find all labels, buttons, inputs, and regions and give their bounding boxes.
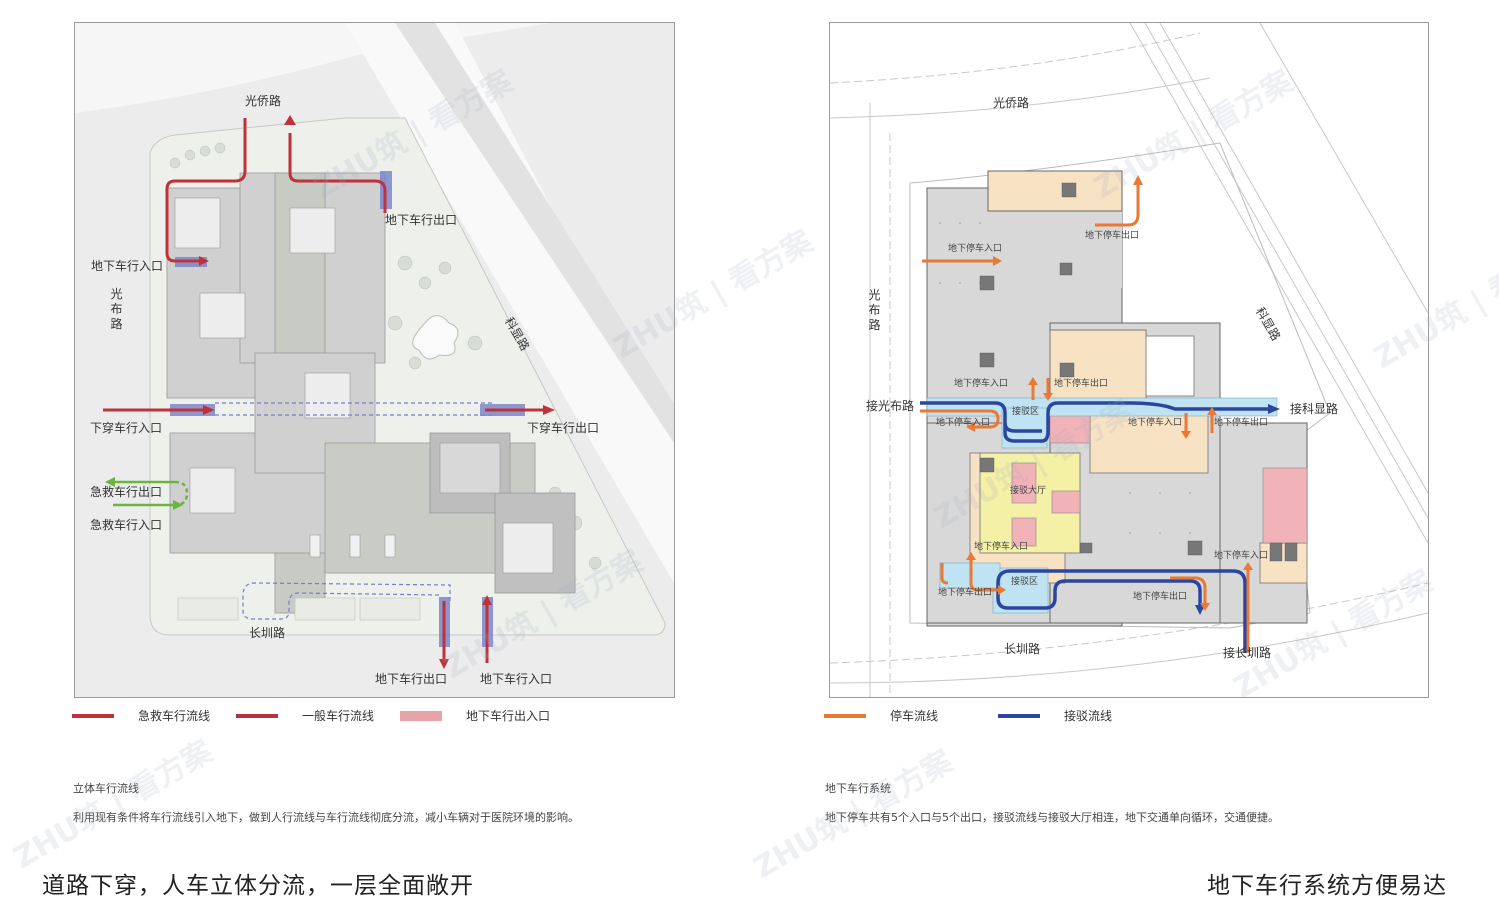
legend-item-parking-flow: 停车流线 — [824, 707, 938, 724]
legend-item-underground-access: 地下车行出入口 — [400, 707, 550, 724]
left-headline: 道路下穿，人车立体分流，一层全面敞开 — [42, 873, 474, 899]
road-label-south: 长圳路 — [1004, 642, 1041, 656]
right-caption-title: 地下车行系统 — [825, 782, 891, 795]
legend-label: 急救车行流线 — [138, 709, 211, 723]
label-parking-exit-1: 地下停车出口 — [1085, 231, 1140, 241]
legend-swatch-transfer — [998, 713, 1041, 718]
label-underground-exit-s: 地下车行出口 — [375, 672, 448, 686]
label-parking-entry-3: 地下停车入口 — [936, 418, 991, 428]
legend-label: 地下车行出入口 — [466, 709, 551, 723]
road-label-west: 光布路 — [868, 288, 881, 332]
label-parking-entry-5: 地下停车入口 — [974, 542, 1029, 552]
right-plan-drawing — [830, 23, 1428, 697]
left-caption-text: 利用现有条件将车行流线引入地下，做到人行流线与车行流线彻底分流，减小车辆对于医院… — [73, 811, 579, 824]
label-parking-exit-5: 地下停车出口 — [1133, 592, 1188, 602]
label-connect-south: 接长圳路 — [1223, 646, 1272, 660]
legend-label: 一般车行流线 — [302, 709, 375, 723]
right-headline: 地下车行系统方便易达 — [1207, 873, 1447, 899]
label-parking-exit-4: 地下停车出口 — [938, 588, 993, 598]
right-legend: 停车流线 接驳流线 — [824, 707, 1138, 724]
legend-item-general-flow: 一般车行流线 — [236, 707, 374, 724]
label-parking-exit-2: 地下停车出口 — [1054, 379, 1109, 389]
label-parking-entry-4: 地下停车入口 — [1128, 418, 1183, 428]
label-underground-entry-s: 地下车行入口 — [480, 672, 553, 686]
label-transfer-zone-2: 接驳区 — [1011, 577, 1039, 587]
road-label-west: 光布路 — [110, 287, 123, 331]
legend-swatch-underground — [400, 710, 443, 721]
legend-swatch-parking — [824, 713, 866, 718]
right-caption-text: 地下停车共有5个入口与5个出口，接驳流线与接驳大厅相连，地下交通单向循环，交通便… — [825, 811, 1279, 824]
label-underground-entry-nw: 地下车行入口 — [91, 259, 164, 273]
road-label-north: 光侨路 — [993, 96, 1030, 110]
road-label-south: 长圳路 — [249, 626, 286, 640]
road-label-north: 光侨路 — [245, 94, 282, 108]
label-transfer-zone-1: 接驳区 — [1012, 407, 1040, 417]
left-site-plan: 光侨路 光布路 科显路 长圳路 地下车行入口 地下车行出口 下穿车行入口 下穿车… — [74, 22, 675, 698]
label-connect-west: 接光布路 — [866, 399, 915, 413]
label-parking-exit-3: 地下停车出口 — [1214, 418, 1269, 428]
label-parking-entry-6: 地下停车入口 — [1214, 551, 1269, 561]
left-plan-drawing — [75, 23, 674, 697]
label-emergency-entry: 急救车行入口 — [90, 518, 163, 532]
label-transfer-hall: 接驳大厅 — [1010, 486, 1047, 496]
left-caption-title: 立体车行流线 — [73, 782, 139, 795]
left-legend: 急救车行流线 一般车行流线 地下车行出入口 — [72, 707, 576, 724]
legend-item-transfer-flow: 接驳流线 — [998, 707, 1112, 724]
legend-label: 停车流线 — [890, 709, 939, 723]
label-emergency-exit: 急救车行出口 — [90, 485, 163, 499]
right-basement-plan: 光侨路 光布路 科显路 长圳路 地下停车入口 地下停车出口 地下停车入口 地下停… — [829, 22, 1429, 698]
label-parking-entry-1: 地下停车入口 — [948, 244, 1003, 254]
label-underground-exit-ne: 地下车行出口 — [385, 213, 458, 227]
label-parking-entry-2: 地下停车入口 — [954, 379, 1009, 389]
label-connect-east: 接科显路 — [1290, 402, 1339, 416]
watermark: ZHU筑 | 看方案 — [7, 734, 219, 876]
legend-swatch-emergency — [72, 713, 114, 718]
legend-label: 接驳流线 — [1064, 709, 1113, 723]
label-underpass-exit: 下穿车行出口 — [527, 421, 600, 435]
legend-item-emergency-flow: 急救车行流线 — [72, 707, 210, 724]
label-underpass-entry: 下穿车行入口 — [90, 421, 163, 435]
legend-swatch-general — [236, 713, 279, 718]
